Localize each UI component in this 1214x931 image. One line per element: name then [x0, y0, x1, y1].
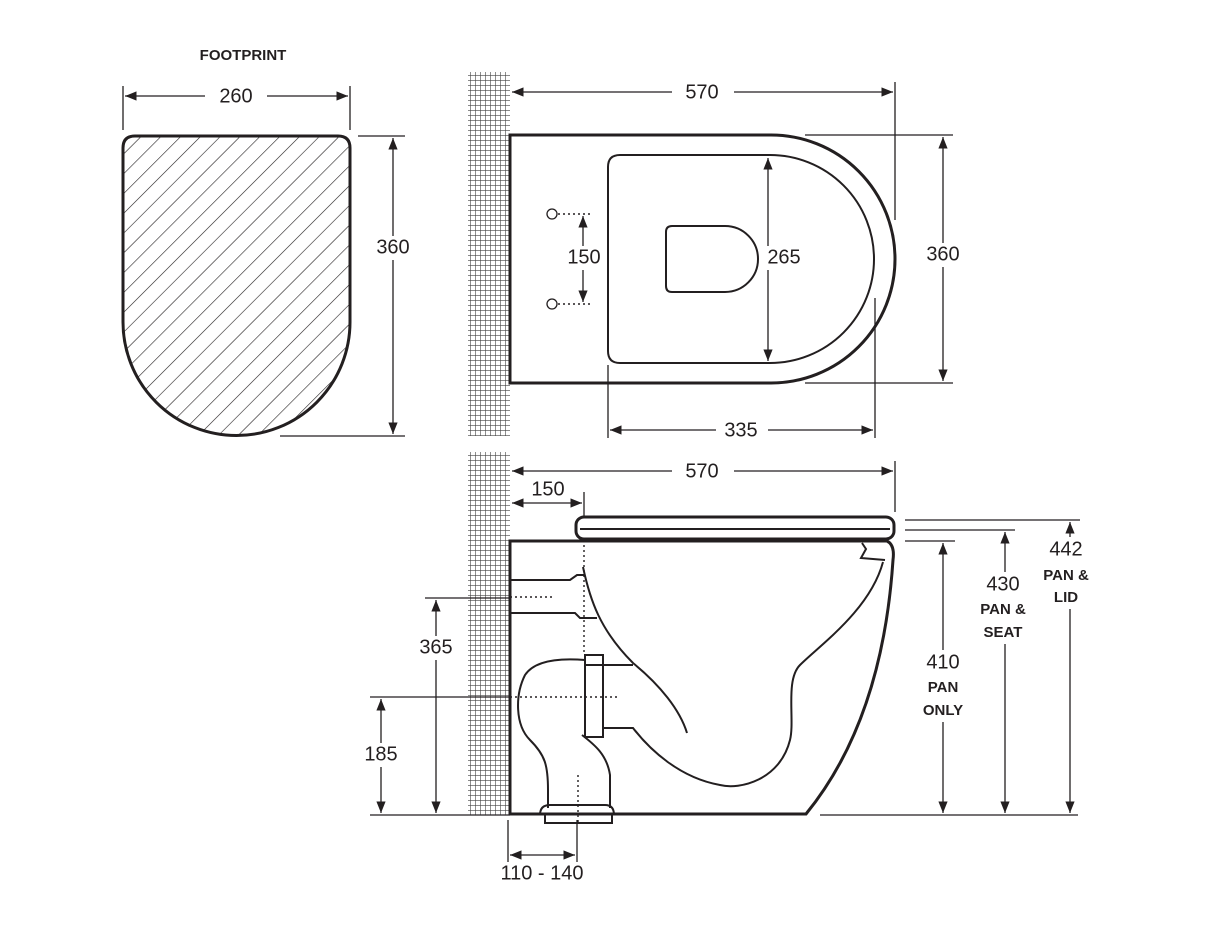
pan-seat-label: PAN & [980, 601, 1026, 618]
plan-length-label: 570 [685, 81, 718, 103]
side-view: 570 150 410 PAN ONLY 430 PAN & SEAT 442 … [359, 452, 1100, 884]
pan-seat-height: 430 [986, 573, 1019, 595]
footprint-outline [121, 134, 352, 437]
footprint-width-label: 260 [219, 85, 252, 107]
pan-only-height: 410 [926, 651, 959, 673]
footprint-depth-label: 360 [376, 236, 409, 258]
side-length-label: 570 [685, 460, 718, 482]
plan-view: 150 265 360 570 335 [468, 72, 966, 442]
pan-side-outline [508, 539, 895, 816]
pan-lid-label: PAN & [1043, 567, 1089, 584]
outlet-setout-label: 110 - 140 [500, 862, 583, 884]
fixing-spacing-label: 150 [567, 246, 600, 268]
fixing-hole [546, 208, 558, 220]
inlet-height-label: 365 [419, 636, 452, 658]
seat-width-label: 265 [767, 246, 800, 268]
pan-lid-label: LID [1054, 589, 1078, 606]
footprint-title: FOOTPRINT [200, 47, 287, 64]
wall-hatch [468, 72, 510, 436]
pan-plan-outline [508, 133, 897, 385]
bowl-opening [665, 225, 759, 293]
seat-offset-label: 150 [531, 478, 564, 500]
plan-width-label: 360 [926, 243, 959, 265]
seat-plan-outline [607, 154, 875, 364]
fixing-hole [546, 298, 558, 310]
pan-seat-label: SEAT [984, 624, 1023, 641]
wall-hatch [468, 452, 510, 815]
pan-only-label: ONLY [923, 702, 963, 719]
footprint-view: FOOTPRINT 260 360 [121, 47, 416, 437]
seat-depth-label: 335 [724, 419, 757, 441]
pan-lid-height: 442 [1049, 538, 1082, 560]
outlet-height-label: 185 [364, 743, 397, 765]
pan-only-label: PAN [928, 679, 959, 696]
